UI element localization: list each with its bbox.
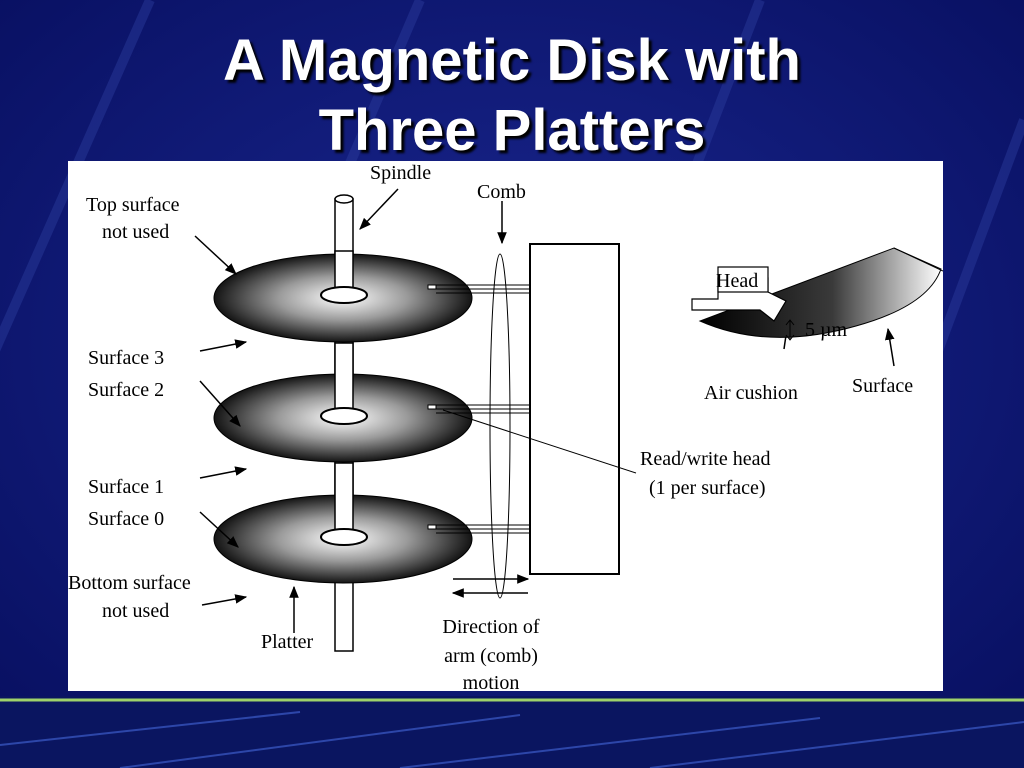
bottom-surface-not-used-label: not used [102,600,169,622]
surface-3-label: Surface 3 [88,347,164,369]
slide-title-line-1: A Magnetic Disk with [223,28,801,93]
comb-block [529,243,620,575]
direction-label-line-1: Direction of [442,616,540,638]
top-surface-label: Top surface [86,194,180,216]
head-label: Head [716,270,758,292]
platter-middle [213,342,473,463]
bottom-surface-label: Bottom surface [68,572,191,594]
surface-0-label: Surface 0 [88,508,164,530]
surface-label: Surface [852,375,913,397]
magnetic-disk-diagram: Spindle Comb Top surface not used Surfac… [68,162,943,691]
slide-title: A Magnetic Disk with Three Platters [0,26,1024,166]
surface-2-label: Surface 2 [88,379,164,401]
air-cushion-label: Air cushion [704,382,798,404]
rw-head-label: Read/write head [640,448,771,470]
slide-title-line-2: Three Platters [318,98,706,163]
bottom-decoration [0,696,1024,768]
platter-top [213,250,473,343]
top-surface-not-used-label: not used [102,221,169,243]
direction-label-line-3: motion [463,672,520,691]
comb-label: Comb [477,181,526,203]
direction-label-line-2: arm (comb) [444,645,538,667]
surface-1-label: Surface 1 [88,476,164,498]
gap-label: 5 µm [805,319,848,341]
platter-bottom [213,462,473,584]
spindle-label: Spindle [370,162,431,184]
rw-head-leader [442,409,637,474]
head-detail [691,247,943,341]
rw-head-per-surface-label: (1 per surface) [649,477,766,499]
figure-panel: Spindle Comb Top surface not used Surfac… [68,161,943,691]
comb-outline [489,253,511,599]
platter-label: Platter [261,631,314,653]
